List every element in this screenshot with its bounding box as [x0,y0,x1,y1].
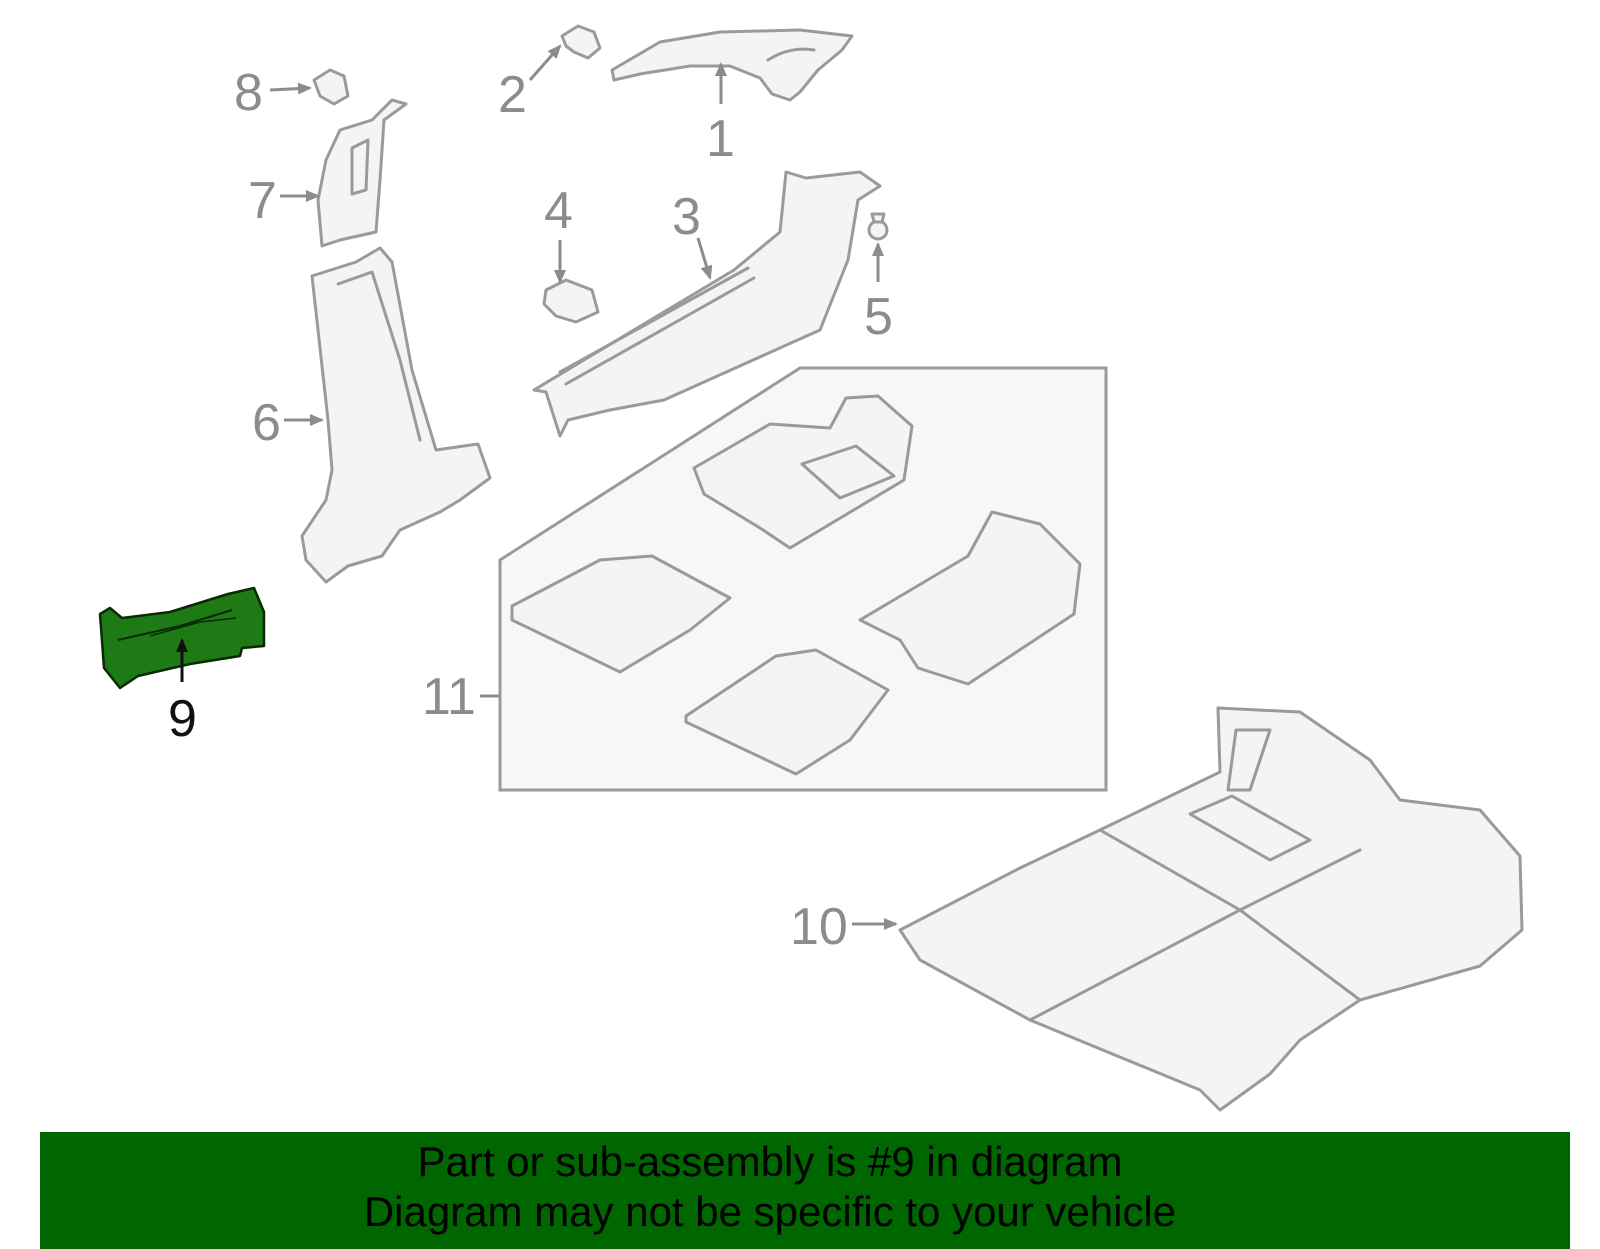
callout-5: 5 [864,288,893,346]
callout-11: 11 [422,668,476,726]
callout-10: 10 [790,898,848,956]
banner-line-1: Part or sub-assembly is #9 in diagram [417,1138,1123,1185]
banner-line-2: Diagram may not be specific to your vehi… [363,1188,1177,1235]
callout-9: 9 [168,690,197,748]
callout-7: 7 [248,172,277,230]
leader-2 [528,44,562,81]
part-11-floor-mats[interactable] [498,366,1108,792]
part-1-upper-trim[interactable] [610,28,854,102]
info-banner: Part or sub-assembly is #9 in diagram Di… [40,1132,1570,1249]
part-7-pillar-trim[interactable] [316,98,408,248]
part-3-sill-plate[interactable] [532,170,882,438]
part-8-clip[interactable] [312,68,350,106]
part-4-clip[interactable] [542,278,600,324]
leader-8 [269,82,312,95]
part-10-floor-carpet[interactable] [898,706,1524,1112]
part-2-clip[interactable] [560,24,602,60]
leader-3 [696,237,713,280]
callout-8: 8 [234,64,263,122]
callout-2: 2 [498,66,527,124]
part-6-pillar-trim[interactable] [300,246,492,584]
callout-3: 3 [672,188,701,246]
callout-1: 1 [706,110,735,168]
callout-6: 6 [252,394,281,452]
part-5-push-pin[interactable] [867,212,889,241]
callout-4: 4 [544,182,573,240]
